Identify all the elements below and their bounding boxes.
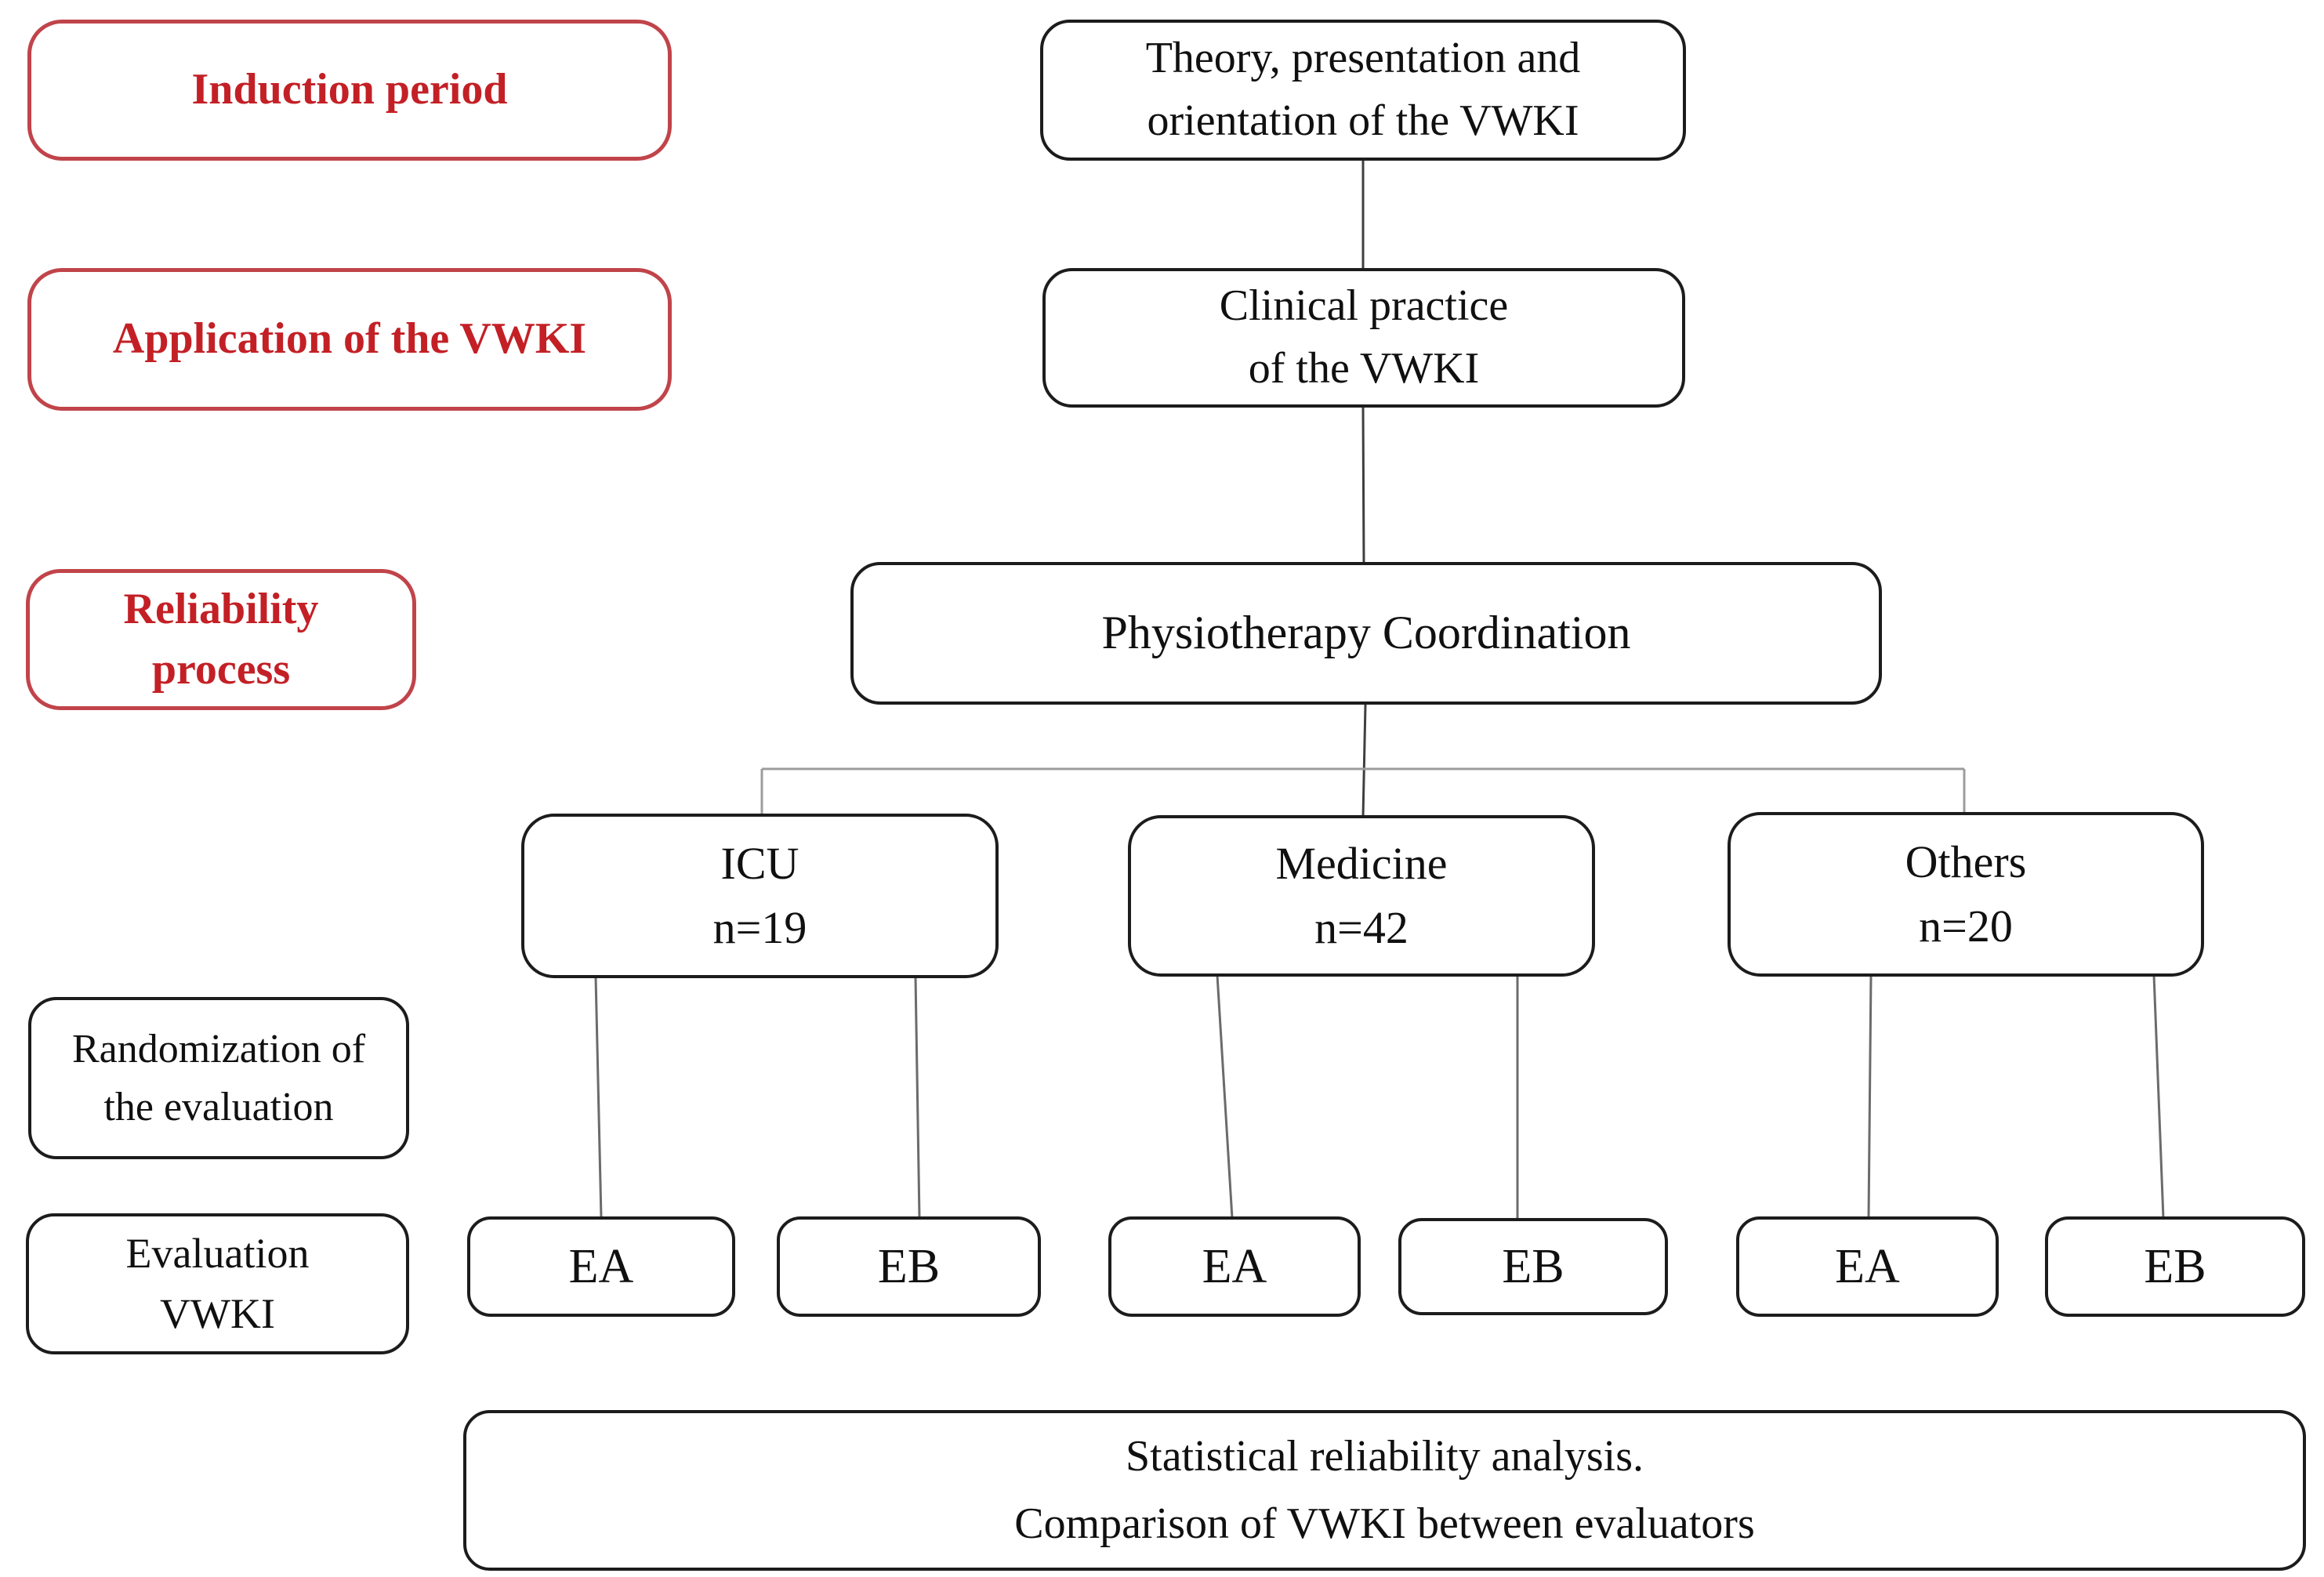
node-text-line: orientation of the VWKI [1147,96,1579,145]
group-name: Others [1905,836,2027,887]
stage-label-line: VWKI [160,1290,275,1337]
node-evaluator-ea-icu: EA [467,1216,735,1317]
stage-label-line: Reliability [123,584,319,633]
group-name: Medicine [1275,837,1448,889]
stage-label-evaluation-vwki: Evaluation VWKI [26,1213,409,1354]
node-text-line: Clinical practice [1219,281,1509,331]
evaluator-label: EB [2144,1239,2206,1293]
node-statistical-analysis: Statistical reliability analysis. Compar… [463,1410,2306,1571]
stage-label-induction-period: Induction period [27,20,672,161]
node-group-medicine: Medicine n=42 [1128,815,1595,977]
connector-clinical-to-coordination [1361,407,1365,564]
group-n-count: n=20 [1919,901,2013,952]
connector-coordination-to-medicine [1361,704,1367,818]
stage-label-line: Randomization of [71,1026,366,1071]
stage-label-text: Application of the VWKI [112,314,587,364]
evaluator-label: EB [877,1239,941,1293]
node-clinical-practice: Clinical practice of the VWKI [1042,268,1685,408]
stage-label-text: Induction period [191,65,508,114]
group-n-count: n=19 [712,902,807,953]
node-text-line: Comparison of VWKI between evaluators [1014,1499,1755,1548]
node-group-others: Others n=20 [1728,812,2204,977]
connector-others-to-ea3 [1867,974,1873,1219]
node-text-line: Physiotherapy Coordination [1101,607,1631,659]
connector-medicine-to-ea2 [1216,974,1234,1219]
stage-label-reliability-process: Reliability process [26,569,416,710]
node-evaluator-eb-icu: EB [777,1216,1041,1317]
evaluator-label: EA [1835,1239,1900,1293]
stage-label-randomization: Randomization of the evaluation [28,997,409,1159]
node-text-line: of the VWKI [1248,344,1480,393]
node-physiotherapy-coordination: Physiotherapy Coordination [850,562,1882,705]
node-evaluator-ea-others: EA [1736,1216,1999,1317]
node-evaluator-ea-medicine: EA [1108,1216,1361,1317]
stage-label-line: Evaluation [125,1230,310,1278]
node-text-line: Theory, presentation and [1145,34,1581,83]
node-theory-presentation-orientation: Theory, presentation and orientation of … [1040,20,1686,161]
connector-icu-to-eb1 [914,976,921,1219]
group-name: ICU [720,837,799,889]
node-evaluator-eb-medicine: EB [1398,1218,1668,1315]
evaluator-label: EA [1202,1239,1267,1293]
connector-icu-to-ea1 [594,976,603,1219]
evaluator-label: EB [1502,1239,1564,1293]
connector-others-to-eb3 [2152,974,2165,1219]
stage-label-line: process [151,645,291,694]
node-group-icu: ICU n=19 [521,814,999,978]
node-evaluator-eb-others: EB [2045,1216,2305,1317]
node-text-line: Statistical reliability analysis. [1126,1432,1644,1481]
stage-label-application-of-vwki: Application of the VWKI [27,268,672,411]
evaluator-label: EA [568,1239,634,1293]
stage-label-line: the evaluation [103,1084,334,1129]
group-n-count: n=42 [1314,902,1409,953]
